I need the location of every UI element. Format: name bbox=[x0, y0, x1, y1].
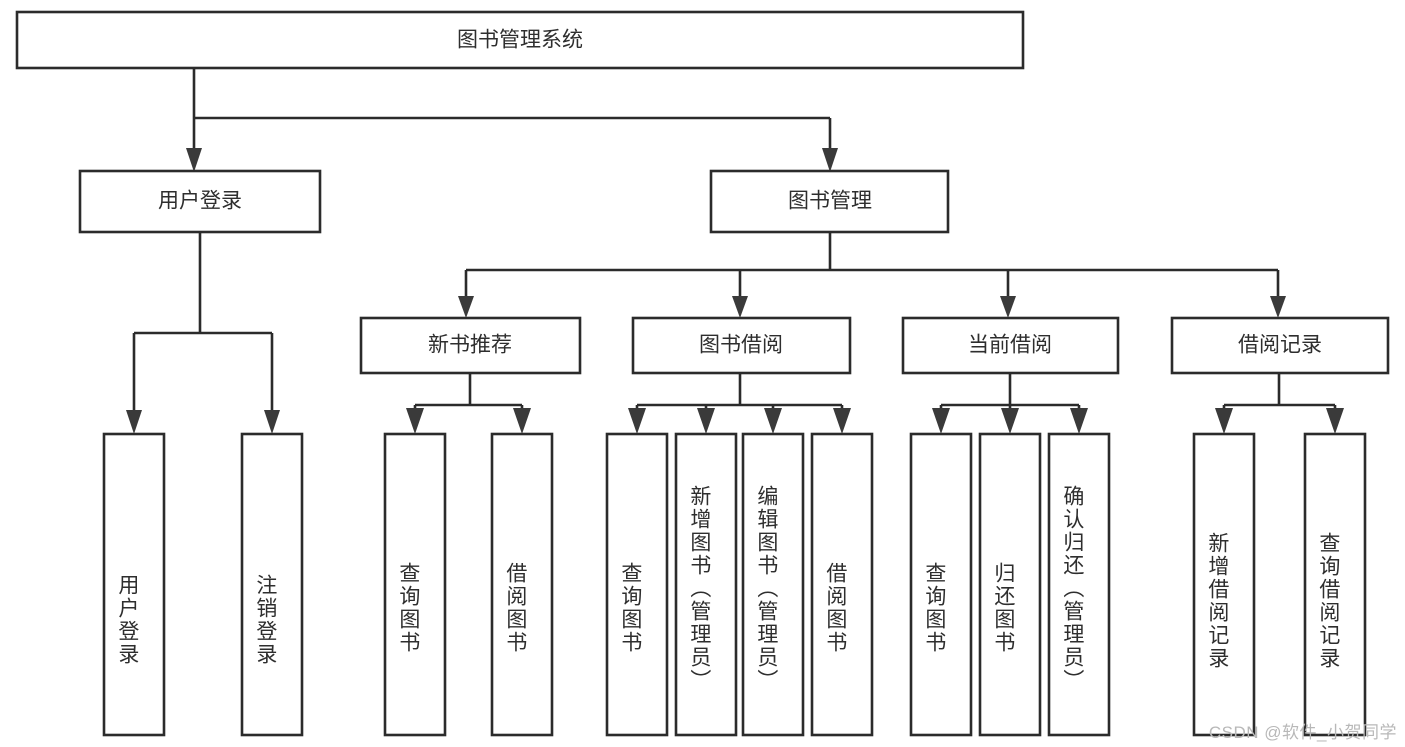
leaf-box-borrow-4[interactable] bbox=[810, 432, 874, 737]
connector-layer bbox=[126, 68, 1344, 434]
leaf-box-recommend-2[interactable] bbox=[490, 432, 554, 737]
arrow-borrow-leaf-2 bbox=[697, 408, 715, 434]
arrow-recommend-leaf-2 bbox=[513, 408, 531, 434]
arrow-borrow-leaf-3 bbox=[764, 408, 782, 434]
leaf-box-borrow-1[interactable] bbox=[605, 432, 669, 737]
arrow-book-mgmt-child-1 bbox=[458, 296, 474, 318]
node-new-book-recommend-label: 新书推荐 bbox=[428, 334, 512, 357]
leaf-box-record-2[interactable] bbox=[1303, 432, 1367, 737]
arrow-current-leaf-1 bbox=[932, 408, 950, 434]
arrow-record-leaf-2 bbox=[1326, 408, 1344, 434]
csdn-watermark: CSDN @软件_小贺同学 bbox=[1208, 723, 1397, 742]
arrow-recommend-leaf-1 bbox=[406, 408, 424, 434]
node-borrow-record-label: 借阅记录 bbox=[1238, 334, 1322, 357]
arrow-borrow-leaf-4 bbox=[833, 408, 851, 434]
node-book-borrow-label: 图书借阅 bbox=[699, 334, 783, 357]
arrow-current-leaf-2 bbox=[1001, 408, 1019, 434]
arrow-book-mgmt-child-2 bbox=[732, 296, 748, 318]
node-root-system-label: 图书管理系统 bbox=[457, 29, 583, 52]
arrow-book-mgmt-child-4 bbox=[1270, 296, 1286, 318]
leaf-box-record-1[interactable] bbox=[1192, 432, 1256, 737]
arrow-user-login-leaf-2 bbox=[264, 410, 280, 434]
arrow-book-mgmt-child-3 bbox=[1000, 296, 1016, 318]
node-root-system[interactable] bbox=[15, 10, 1025, 70]
leaf-box-current-1[interactable] bbox=[909, 432, 973, 737]
leaf-box-user-login-2[interactable] bbox=[240, 432, 304, 737]
leaf-box-borrow-3[interactable] bbox=[741, 432, 805, 737]
leaf-box-borrow-2[interactable] bbox=[674, 432, 738, 737]
arrow-root-to-book-mgmt bbox=[822, 148, 838, 172]
arrow-borrow-leaf-1 bbox=[628, 408, 646, 434]
node-user-login[interactable] bbox=[78, 169, 322, 234]
node-current-borrow-label: 当前借阅 bbox=[968, 334, 1052, 357]
leaf-box-current-2[interactable] bbox=[978, 432, 1042, 737]
arrow-current-leaf-3 bbox=[1070, 408, 1088, 434]
node-book-management-label: 图书管理 bbox=[788, 190, 872, 213]
leaf-box-recommend-1[interactable] bbox=[383, 432, 447, 737]
node-layer: 图书管理系统 用户登录 图书管理 新书推荐 图书借阅 当前借阅 借阅记录 bbox=[15, 10, 1390, 737]
node-new-book-recommend[interactable] bbox=[359, 316, 582, 375]
node-current-borrow[interactable] bbox=[901, 316, 1120, 375]
leaf-box-current-3[interactable] bbox=[1047, 432, 1111, 737]
node-borrow-record[interactable] bbox=[1170, 316, 1390, 375]
node-book-management[interactable] bbox=[709, 169, 950, 234]
arrow-root-to-user-login bbox=[186, 148, 202, 172]
leaf-box-user-login-1[interactable] bbox=[102, 432, 166, 737]
node-user-login-label: 用户登录 bbox=[158, 190, 242, 213]
node-book-borrow[interactable] bbox=[631, 316, 852, 375]
arrow-record-leaf-1 bbox=[1215, 408, 1233, 434]
arrow-user-login-leaf-1 bbox=[126, 410, 142, 434]
